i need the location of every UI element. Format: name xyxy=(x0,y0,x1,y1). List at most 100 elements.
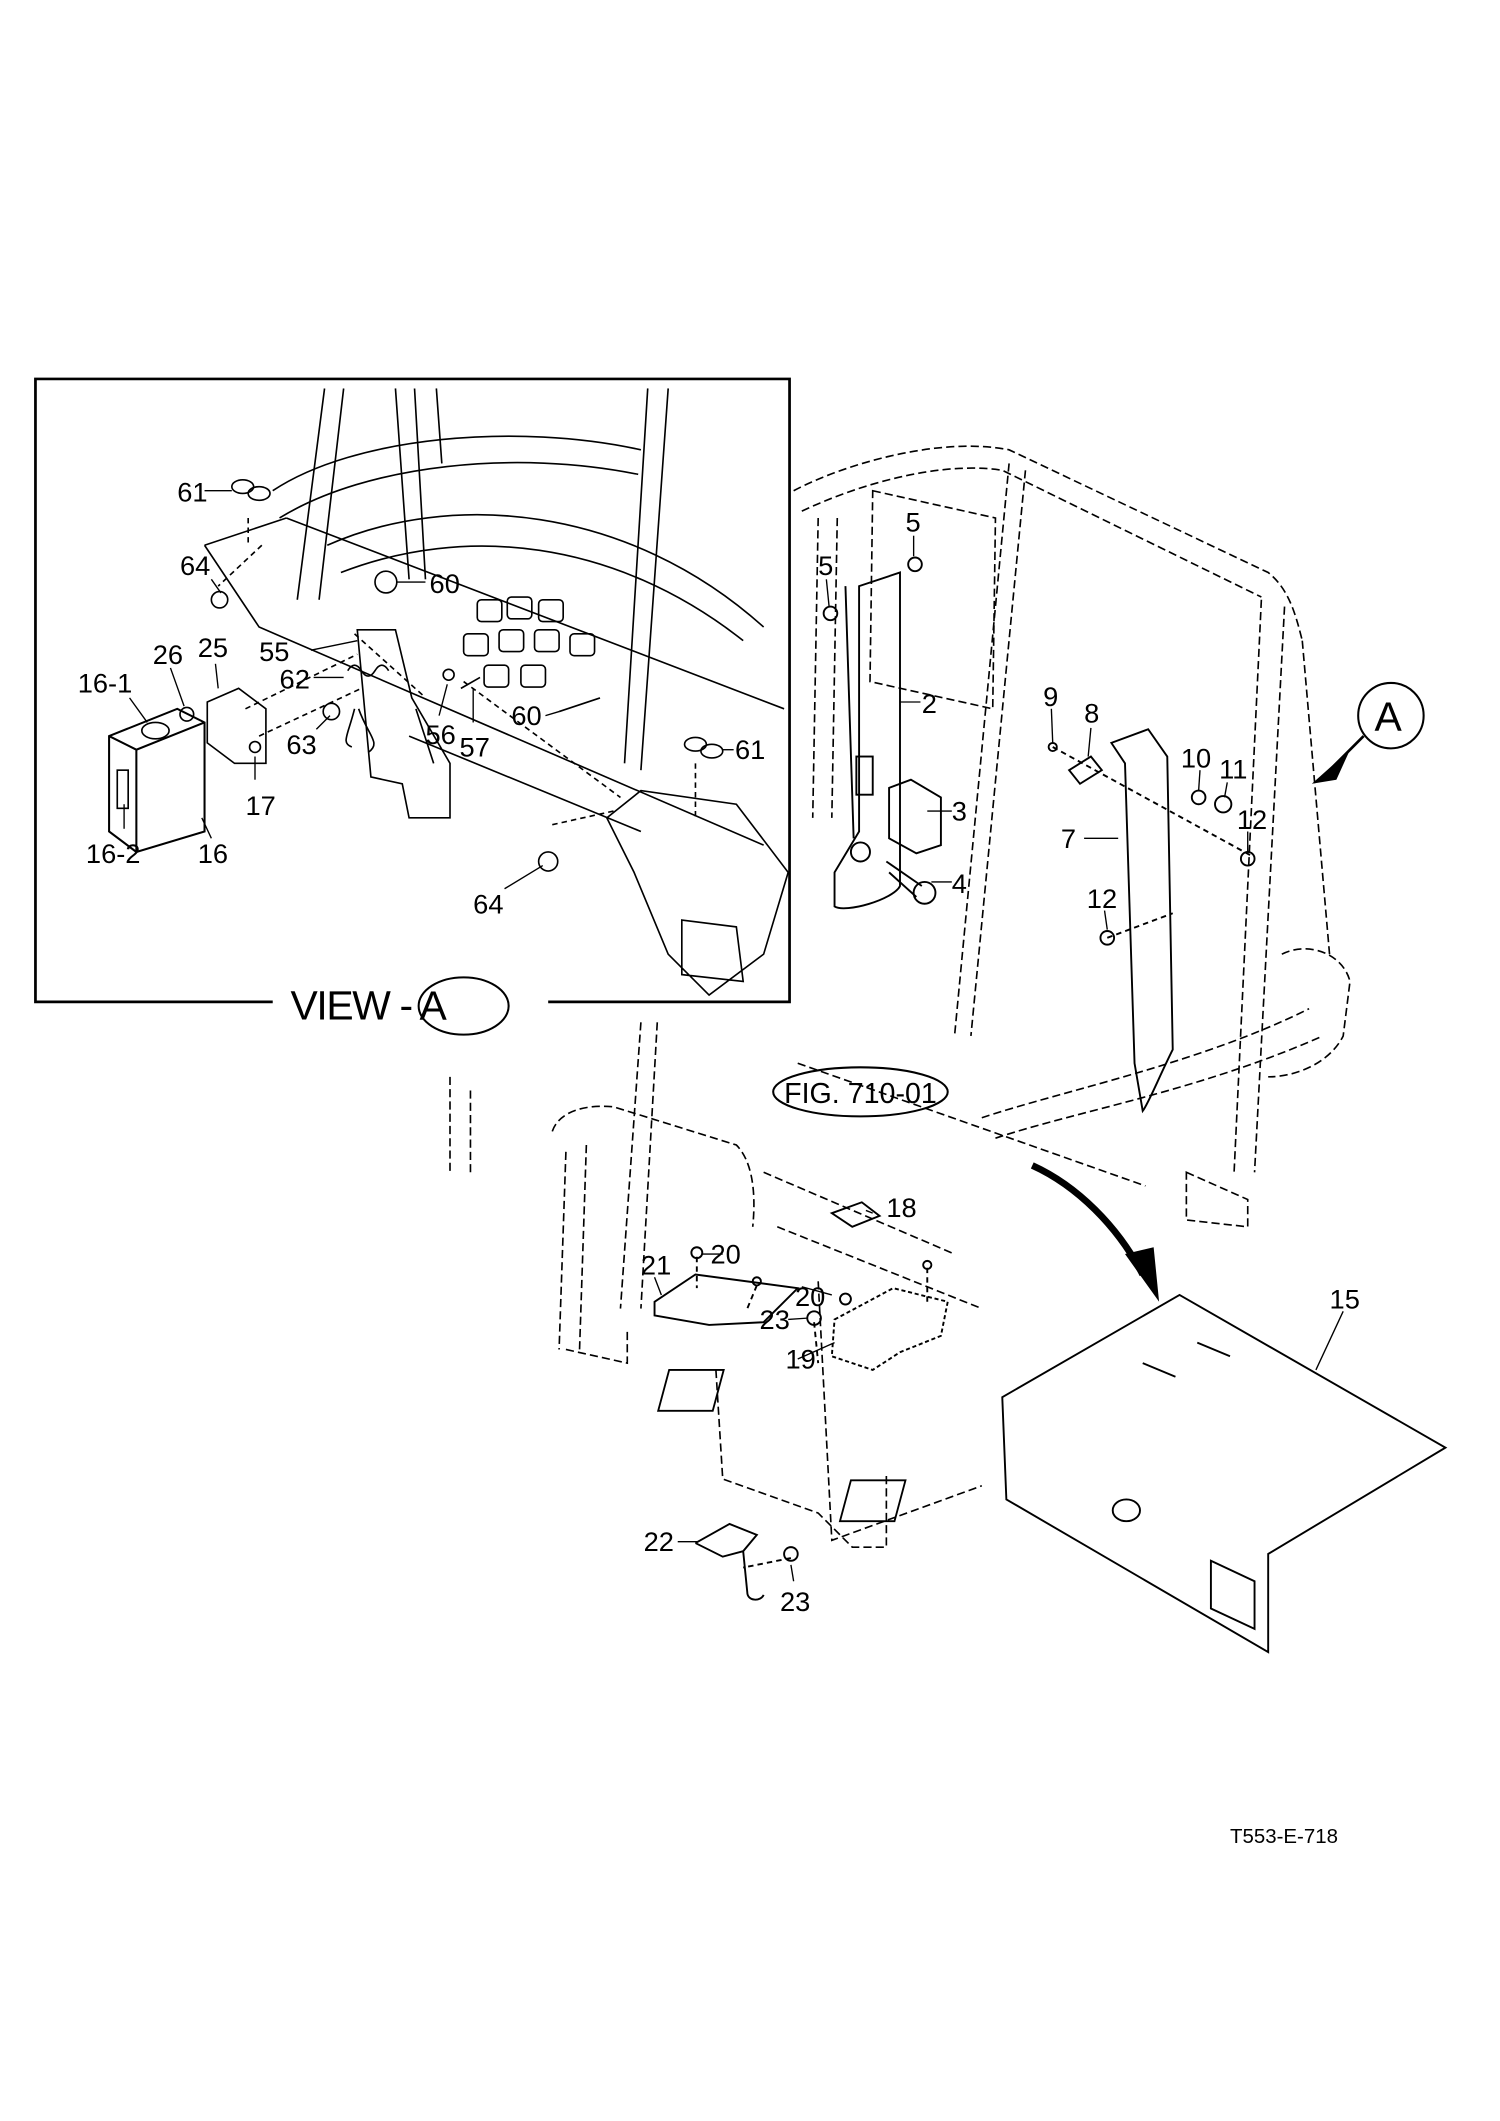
callout-26: 26 xyxy=(153,639,183,670)
figure-reference: FIG. 710-01 xyxy=(784,1078,937,1110)
bolt-5-upper xyxy=(907,556,923,573)
part-2-trim-panel xyxy=(833,571,901,910)
callout-8: 8 xyxy=(1084,697,1099,728)
callout-23-upper: 23 xyxy=(760,1304,790,1335)
inset-pillar-right xyxy=(435,388,669,771)
callout-5-left: 5 xyxy=(818,550,833,581)
callout-20-left: 20 xyxy=(710,1239,740,1270)
part-15-round-hole xyxy=(1111,1498,1141,1523)
detail-arrow-to-15 xyxy=(1030,1162,1146,1277)
inset-grommet-61-right xyxy=(683,736,708,752)
callout-17: 17 xyxy=(245,790,275,821)
callout-60-mid: 60 xyxy=(511,700,541,731)
inset-pin-60 xyxy=(558,697,601,713)
inset-fender-holes xyxy=(462,596,596,688)
part-15-slot xyxy=(1142,1362,1176,1378)
inset-bracket xyxy=(356,628,451,819)
inset-washer-tank xyxy=(108,707,206,854)
callout-2: 2 xyxy=(922,688,937,719)
part-15-slot-b xyxy=(1196,1341,1231,1358)
callout-12-upper: 12 xyxy=(1237,804,1267,835)
inset-dash-lines xyxy=(217,517,697,826)
inset-tank-cap xyxy=(141,721,170,740)
callout-62: 62 xyxy=(280,663,310,694)
callout-4: 4 xyxy=(952,868,967,899)
part-15-floor-plate xyxy=(1001,1293,1448,1654)
front-left-arch xyxy=(551,1105,755,1350)
callout-20-right: 20 xyxy=(795,1281,825,1312)
washer-10 xyxy=(1190,789,1207,806)
callout-15: 15 xyxy=(1330,1284,1360,1315)
callout-7: 7 xyxy=(1061,823,1076,854)
nut-11 xyxy=(1214,795,1233,814)
part-4-socket-cap xyxy=(912,880,937,905)
callout-60-top: 60 xyxy=(430,568,460,599)
inset-spring-62 xyxy=(347,664,390,677)
cab-frame xyxy=(449,445,1351,1548)
inset-tank-bracket xyxy=(206,687,267,765)
cab-step xyxy=(715,1369,888,1548)
view-title: VIEW - A xyxy=(290,983,447,1029)
callout-61-right: 61 xyxy=(735,734,765,765)
callout-18: 18 xyxy=(886,1192,916,1223)
callout-64-top: 64 xyxy=(180,550,210,581)
callout-9: 9 xyxy=(1043,681,1058,712)
view-title-ellipse xyxy=(417,976,510,1036)
bolt-plate-a xyxy=(751,1276,762,1287)
bolt-23-lower xyxy=(783,1546,799,1562)
inset-nut-64-bottom xyxy=(537,851,559,872)
main-parts xyxy=(653,556,1448,1654)
callout-16: 16 xyxy=(198,838,228,869)
callout-57: 57 xyxy=(460,732,490,763)
callout-21: 21 xyxy=(641,1250,671,1281)
part-19-cover-plate xyxy=(830,1287,949,1371)
part-15-side-cutout xyxy=(1209,1559,1256,1631)
inset-floor-plate xyxy=(203,517,785,846)
inset-hose xyxy=(345,708,375,754)
fig-ref-ellipse xyxy=(772,1066,949,1118)
inset-frame xyxy=(34,377,791,1004)
part-7-trim-panel xyxy=(1109,728,1174,1114)
detail-arrowhead-to-15 xyxy=(1125,1247,1160,1302)
callout-61-top: 61 xyxy=(177,477,207,508)
inset-tank-gauge xyxy=(116,769,129,810)
inset-fender-arch xyxy=(272,435,765,642)
callout-16-2: 16-2 xyxy=(86,838,141,869)
bolt-5-lower xyxy=(822,605,839,622)
drawing-code: T553-E-718 xyxy=(1230,1825,1338,1848)
callout-56: 56 xyxy=(425,719,455,750)
part-3-switch-panel xyxy=(888,778,942,855)
callout-11: 11 xyxy=(1219,753,1247,784)
inset-pillar-left xyxy=(296,388,427,600)
cab-floor xyxy=(763,1062,1146,1542)
inset-bolt-63 xyxy=(322,702,341,721)
front-left-pillar xyxy=(619,1022,659,1309)
inset-nut-60 xyxy=(374,570,398,594)
callout-55: 55 xyxy=(259,636,289,667)
callout-22: 22 xyxy=(644,1526,674,1557)
view-marker-label: A xyxy=(1375,694,1403,740)
inset-pin-57 xyxy=(460,676,481,690)
view-a-arrowhead xyxy=(1311,749,1350,784)
inset-lower-fender xyxy=(605,789,790,997)
view-a-marker-circle xyxy=(1357,681,1425,750)
inset-nut-64-top xyxy=(210,590,229,609)
inset-bolt-26 xyxy=(179,706,195,722)
rear-pillar-mid xyxy=(953,463,1027,1037)
part-15-cutout-1 xyxy=(656,1368,725,1412)
part-21-cover-plate xyxy=(653,1273,800,1326)
inset-grommet-61-top xyxy=(231,478,255,495)
part-4-socket xyxy=(885,860,923,898)
callout-64-bottom: 64 xyxy=(473,888,503,919)
rear-window-frame xyxy=(869,489,997,710)
callout-3: 3 xyxy=(952,796,967,827)
bolt-20-left xyxy=(690,1246,704,1260)
roof-frame xyxy=(793,445,1304,641)
callout-10: 10 xyxy=(1181,742,1211,773)
callout-23-lower: 23 xyxy=(780,1586,810,1617)
part-22-step-bracket xyxy=(694,1522,765,1601)
main-dash-lines xyxy=(695,746,1253,1569)
left-lower-frame xyxy=(449,1076,629,1365)
